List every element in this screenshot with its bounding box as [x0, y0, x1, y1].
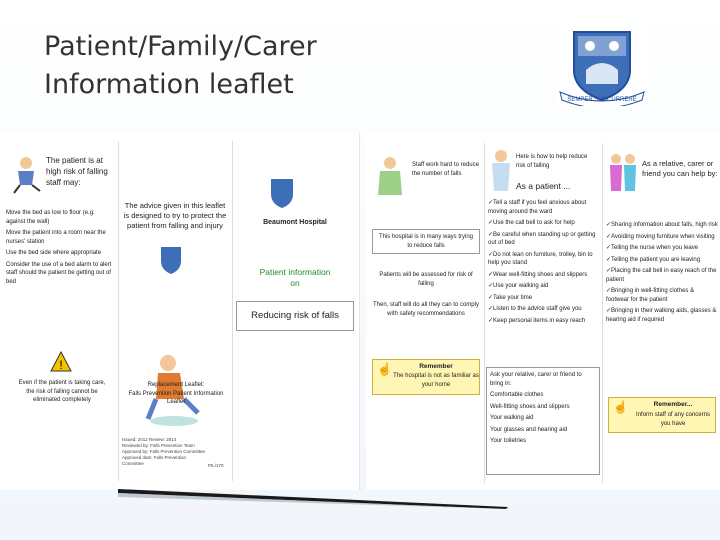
relative-heading: As a relative, carer or friend you can h… [642, 159, 718, 178]
relative-item: Avoiding moving furniture when visiting [606, 233, 718, 242]
patient-info-line1: Patient information [259, 267, 331, 277]
hospital-name: Beaumont Hospital [263, 219, 327, 226]
leaflet-note-line1: Replacement Leaflet: [147, 382, 205, 388]
patient-item: Keep personal items in easy reach [488, 317, 600, 326]
doc-meta-line: Reviewed by: Falls Prevention Team [122, 443, 195, 448]
pointing-person-icon: ☝ [613, 400, 628, 414]
advice-text: The advice given in this leaflet is desi… [123, 201, 227, 230]
ask-item: Well-fitting shoes and slippers [490, 403, 570, 410]
slide-title: Patient/Family/Carer Information leaflet [44, 28, 464, 104]
pointing-person-icon: ☝ [377, 362, 392, 376]
patient-info-heading: Patient information on [236, 267, 354, 289]
slide-title-line1: Patient/Family/Carer [44, 31, 317, 62]
hospital-ways-box: This hospital is in many ways trying to … [372, 229, 480, 254]
risk-item: Move the bed as low to floor (e.g. again… [6, 210, 95, 225]
patient-item: Tell a staff if you feel anxious about m… [488, 199, 600, 216]
column-divider [118, 141, 119, 481]
svg-text:SEMPER SUCCURRERE: SEMPER SUCCURRERE [567, 97, 636, 103]
relative-item: Telling the nurse when you leave [606, 244, 718, 253]
patient-info-line2: on [290, 278, 300, 288]
patient-figure-icon [492, 150, 510, 191]
risk-heading: The patient is at high risk of falling s… [46, 156, 108, 187]
risk-list: Move the bed as low to floor (e.g. again… [6, 209, 114, 286]
leaflet-note-line2: Falls Prevention Patient Information Lea… [128, 390, 224, 406]
hospital-crest-logo: SEMPER SUCCURRERE [556, 26, 648, 106]
remember2-title: Remember... [653, 401, 693, 408]
relative-item: Placing the call bell in easy reach of t… [606, 267, 718, 284]
relative-item: Sharing information about falls, high ri… [606, 221, 718, 230]
remember-box-2: ☝ Remember... Inform staff of any concer… [608, 397, 716, 433]
column-divider [232, 141, 233, 481]
seated-person-icon [145, 355, 200, 426]
small-crest-icon [161, 247, 181, 274]
risk-item: Move the patient into a room near the nu… [6, 230, 106, 245]
risk-item: Use the bed side where appropriate [6, 250, 102, 256]
comply-text: Then, staff will do all they can to comp… [373, 302, 479, 317]
doc-meta-line: Issued: 2012 Review: 2014 [122, 437, 177, 442]
relative-carer-icon [610, 154, 636, 191]
patient-item: Use the call bell to ask for help [488, 219, 600, 228]
relative-list: Sharing information about falls, high ri… [606, 221, 718, 324]
leaflet-inner-pages: Staff work hard to reduce the number of … [366, 133, 720, 490]
remember-box-1: ☝ Remember The hospital is not as famili… [372, 359, 480, 395]
ask-item: Your walking aid [490, 415, 534, 421]
document-code: PIL/170 [208, 463, 224, 468]
remember1-title: Remember [419, 363, 453, 370]
cover-crest-icon [271, 179, 293, 208]
leaflet-outer-pages: The patient is at high risk of falling s… [0, 133, 360, 490]
patient-item: Wear well-fitting shoes and slippers [488, 271, 600, 280]
document-meta: Issued: 2012 Review: 2014 Reviewed by: F… [122, 437, 206, 467]
decorative-swoosh [118, 489, 508, 509]
patient-item: Take your time [488, 294, 600, 303]
leaflet-note: Replacement Leaflet: Falls Prevention Pa… [124, 381, 228, 407]
relative-item: Bringing in well-fitting clothes & footw… [606, 287, 718, 304]
warning-text: Even if the patient is taking care, the … [18, 380, 106, 403]
ask-item: Your toiletries [490, 438, 527, 444]
patient-item: Listen to the advice staff give you [488, 305, 600, 314]
warning-icon: ! [50, 351, 72, 372]
patient-list: Tell a staff if you feel anxious about m… [488, 199, 600, 325]
reducing-falls-title: Reducing risk of falls [236, 301, 354, 331]
patient-item: Be careful when standing up or getting o… [488, 231, 600, 248]
ask-item: Comfortable clothes [490, 392, 544, 398]
nurse-icon [378, 157, 402, 195]
ask-heading: Ask your relative, carer or friend to br… [490, 372, 582, 387]
as-patient-heading: As a patient ... [516, 181, 571, 191]
patient-item: Do not lean on furniture, trolley, bin t… [488, 251, 600, 268]
relative-item: Bringing in their walking aids, glasses … [606, 307, 718, 324]
svg-text:!: ! [59, 358, 62, 372]
helps-heading: Here is how to help reduce risk of falli… [516, 154, 588, 169]
falling-person-icon [13, 157, 41, 194]
remember2-text: Inform staff of any concerns you have [636, 412, 710, 427]
relative-item: Telling the patient you are leaving [606, 256, 718, 265]
ask-to-bring-box: Ask your relative, carer or friend to br… [486, 367, 600, 475]
assessed-text: Patients will be assessed for risk of fa… [379, 272, 473, 287]
ask-item: Your glasses and hearing aid [490, 426, 568, 433]
risk-item: Consider the use of a bed alarm to alert… [6, 261, 112, 285]
column-divider [602, 143, 603, 483]
staff-text: Staff work hard to reduce the number of … [412, 162, 479, 177]
doc-meta-line: Approved date: Falls Prevention Committe… [122, 455, 187, 466]
column-divider [484, 143, 485, 483]
remember1-text: The hospital is not as familiar as your … [393, 373, 479, 388]
doc-meta-line: Approved by: Falls Prevention Committee [122, 449, 206, 454]
slide-title-line2: Information leaflet [44, 69, 294, 100]
patient-item: Use your walking aid [488, 282, 600, 291]
